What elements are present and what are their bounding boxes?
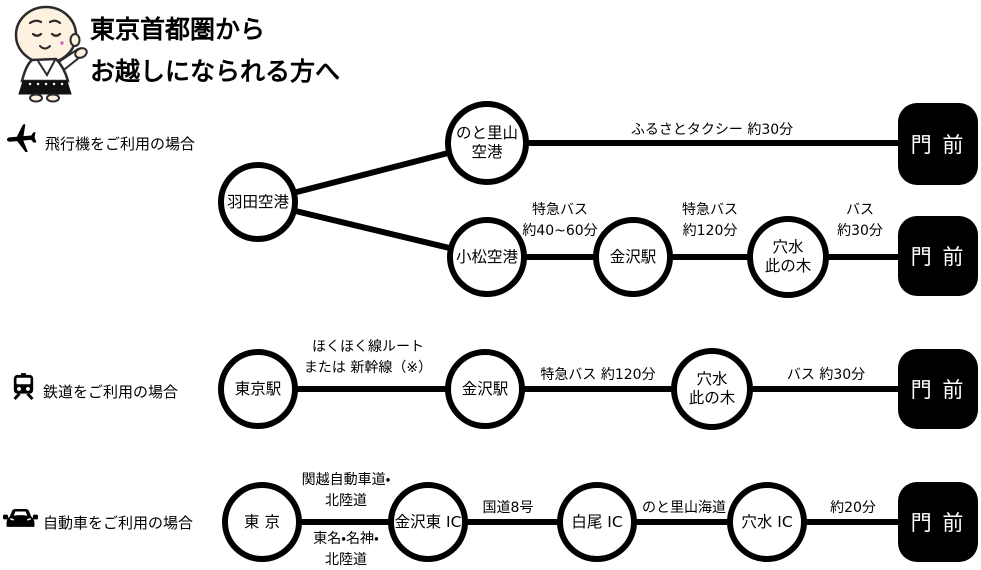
section-label-rail: 鉄道をご利用の場合 — [43, 383, 179, 401]
edge-label-tomei-meishin-hokuriku: 東名・名神・ 北陸道 — [313, 529, 379, 570]
node-label-line2: 空港 — [471, 143, 503, 161]
edge-label-line: または 新幹線（※） — [303, 360, 433, 376]
edge-label-ltd-bus-120-row2: 特急バス 約120分 — [540, 367, 656, 383]
edge-label-line: 北陸道 — [324, 493, 367, 509]
edge-label-about-20-min: 約20分 — [830, 500, 876, 516]
node-anamizu-ic: 穴水 IC — [727, 482, 807, 562]
node-kanazawa-higashi-ic: 金沢東 IC — [388, 482, 468, 562]
node-komatsu-airport: 小松空港 — [447, 217, 527, 297]
edge-label-kanetsu-hokuriku: 関越自動車道・ 北陸道 — [302, 470, 391, 512]
car-icon — [2, 505, 39, 533]
node-label: 羽田空港 — [226, 192, 289, 211]
node-label-line1: のと里山 — [455, 124, 518, 142]
section-label-car: 自動車をご利用の場合 — [43, 514, 194, 532]
node-shiro-ic: 白尾 IC — [557, 482, 637, 562]
node-label: 金沢駅 — [461, 379, 509, 398]
edge-label-noto-satoyama-kaido: のと里山海道 — [642, 500, 726, 516]
node-anamizu-konoki-row1: 穴水 此の木 — [747, 216, 829, 298]
airplane-icon — [4, 121, 39, 160]
terminal-label: 門 前 — [910, 245, 966, 269]
node-tokyo-station: 東京駅 — [218, 349, 298, 429]
node-label: 金沢東 IC — [394, 512, 462, 531]
node-label: 白尾 IC — [571, 512, 623, 531]
edge-label-line: 約30分 — [837, 223, 883, 239]
edge-label-line: 東名・名神・ — [313, 531, 379, 547]
node-kanazawa-station-row1: 金沢駅 — [593, 217, 673, 297]
mascot-monk-illustration — [6, 3, 92, 107]
node-label: 東京駅 — [234, 379, 282, 398]
section-label-plane: 飛行機をご利用の場合 — [45, 135, 196, 153]
terminal-label: 門 前 — [910, 133, 966, 157]
edge-label-hokuhoku-shinkansen: ほくほく線ルート または 新幹線（※） — [304, 337, 432, 379]
node-label: 東 京 — [244, 512, 280, 531]
node-label: 穴水 IC — [741, 512, 793, 531]
edge-label-line: 約120分 — [682, 223, 738, 239]
terminal-monzen-1: 門 前 — [898, 103, 978, 185]
node-haneda-airport: 羽田空港 — [218, 162, 298, 242]
node-label-line1: 穴水 — [772, 238, 804, 256]
edge-label-line: 特急バス — [682, 202, 738, 218]
node-label-line2: 此の木 — [764, 257, 812, 275]
node-label-line1: 穴水 — [696, 370, 728, 388]
terminal-monzen-3: 門 前 — [898, 349, 978, 429]
node-label: 小松空港 — [455, 247, 518, 266]
terminal-label: 門 前 — [910, 378, 966, 402]
edge-label-bus-30-row2: バス 約30分 — [786, 367, 866, 383]
edge-label-line: ほくほく線ルート — [312, 339, 424, 355]
edge-label-line: 約40~60分 — [522, 223, 598, 239]
node-label-line2: 此の木 — [688, 389, 736, 407]
train-icon — [9, 371, 38, 407]
edge-label-line: バス — [845, 202, 874, 218]
edge-label-bus-30: バス 約30分 — [837, 200, 883, 242]
node-anamizu-konoki-row2: 穴水 此の木 — [671, 348, 753, 430]
edge-label-line: 北陸道 — [325, 552, 367, 568]
edge-label-furusato-taxi: ふるさとタクシー 約30分 — [630, 122, 794, 138]
terminal-monzen-4: 門 前 — [898, 482, 978, 562]
node-kanazawa-station-row2: 金沢駅 — [445, 349, 525, 429]
edge-label-route-8: 国道8号 — [482, 500, 534, 516]
edge-label-line: 関越自動車道・ — [301, 472, 391, 488]
node-label: 金沢駅 — [609, 247, 657, 266]
node-noto-satoyama-airport: のと里山 空港 — [445, 101, 529, 185]
node-tokyo-city: 東 京 — [222, 482, 302, 562]
edge-label-ltd-bus-40-60: 特急バス 約40~60分 — [522, 200, 597, 242]
terminal-monzen-2: 門 前 — [898, 216, 978, 296]
page-title-line1: 東京首都圏から — [90, 15, 266, 44]
edge-label-ltd-bus-120: 特急バス 約120分 — [682, 200, 738, 242]
edge-label-line: 特急バス — [531, 202, 588, 218]
page-title-line2: お越しになられる方へ — [90, 57, 341, 86]
terminal-label: 門 前 — [910, 511, 966, 535]
